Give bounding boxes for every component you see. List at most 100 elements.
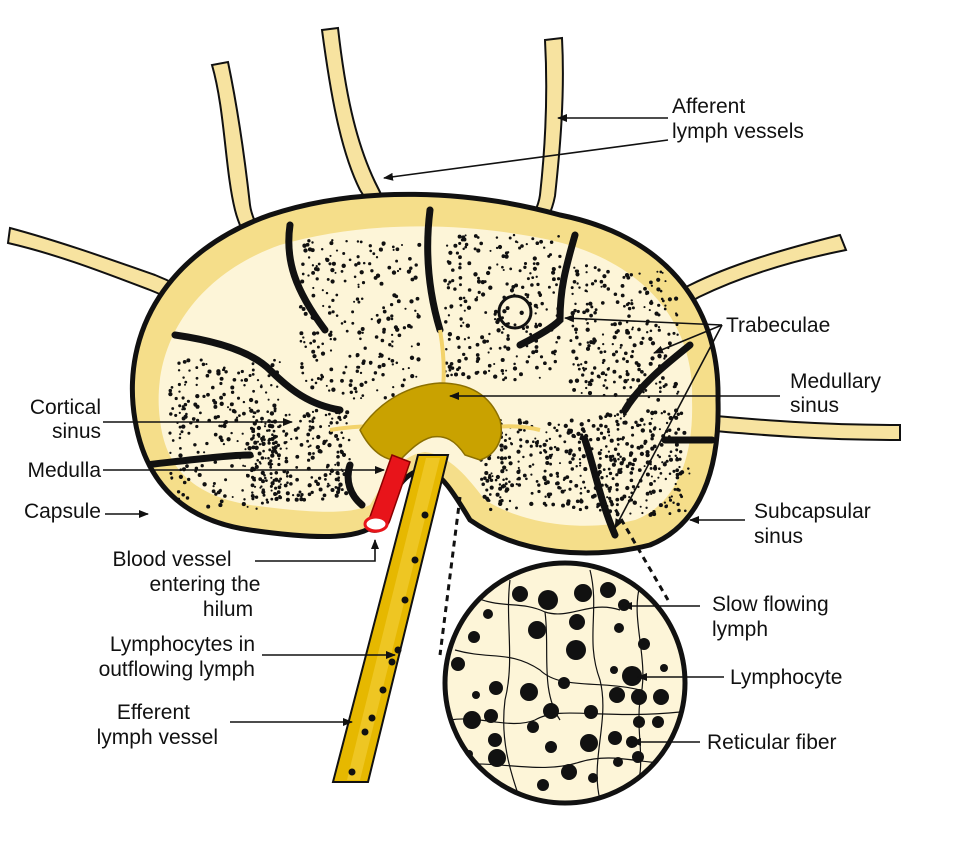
lymphocyte-dot [520,244,524,248]
lymphocyte-dot [302,336,305,339]
lymphocyte-dot [241,502,246,507]
lymphocyte-dot [590,305,594,309]
lymphocyte-dot [633,457,637,461]
lymphocyte-dot [476,356,481,361]
lymphocyte-dot [205,441,209,446]
lymphocyte-dot [518,246,522,250]
lymphocyte-dot [466,305,472,310]
lymphocyte-dot [616,428,620,431]
lymphocyte-dot [675,457,680,462]
lymphocyte-dot [324,478,327,481]
lymphocyte-dot [458,275,463,280]
lymphocyte-dot [353,386,357,391]
lymphocyte-dot [319,377,323,381]
lymphocyte-dot [474,297,479,302]
lymphocyte-dot [556,335,561,340]
lymphocyte-dot [447,332,453,337]
lymphocyte-dot [649,300,654,306]
lymphocyte-dot [517,483,522,487]
lymphocyte-dot [604,379,607,382]
lymphocyte-dot [328,424,331,427]
lymphocyte-dot [653,479,656,483]
lymphocyte-dot [680,470,685,475]
lymphocyte-dot [327,482,330,486]
lymphocyte-dot [251,445,256,450]
lymphocyte-dot [501,372,505,375]
lymphocyte-dot [605,386,609,390]
lymphocyte-dot [336,461,340,465]
lymphocyte-dot [498,483,502,486]
lymphocyte-dot [195,418,200,422]
lymphocyte-dot [539,451,542,455]
lymphocyte-dot [207,369,212,374]
lymphocyte-dot [534,312,537,315]
lymphocyte-dot [193,443,197,447]
lymphocyte-dot [335,314,339,317]
lymphocyte-dot [620,293,625,298]
lymphocyte-dot [447,337,451,341]
lymphocyte-dot [363,346,367,350]
lymphocyte-dot [268,448,272,452]
lymphocyte-dot [650,436,654,441]
lymphocyte-dot [487,351,490,354]
lymphocyte-dot [593,279,598,283]
lymphocyte-dot [597,466,601,470]
lymphocyte-dot [534,322,538,325]
lymphocyte-dot [307,483,312,488]
lymphocyte-dot [609,438,614,443]
lymphocyte-dot [178,404,182,408]
lymphocyte-dot [677,265,680,268]
lymphocyte-dot [400,243,404,247]
lymphocyte-dot [663,357,666,360]
lymphocyte-dot [253,440,258,445]
lymphocyte-dot [555,428,559,433]
lymphocyte-dot [587,344,591,348]
lymphocyte-dot [315,267,320,272]
lymphocyte-dot [645,491,650,496]
lymphocyte-dot [539,239,544,244]
lymphocyte-dot [668,343,672,346]
lymphocyte-dot [219,376,224,381]
lymphocyte-dot [552,268,556,272]
lymphocyte-dot [611,454,615,458]
lymphocyte-dot [264,476,267,480]
lymphocyte-dot [584,505,589,510]
lymphocyte-dot [513,377,517,382]
lymphocyte-dot [310,385,315,390]
lymphocyte-dot [355,369,359,373]
lymphocyte-dot [321,342,325,346]
lymphocyte-dot [254,400,259,404]
lymphocyte-dot [178,411,181,414]
lymphocyte-dot [269,459,273,463]
lymphocyte-dot [265,479,268,482]
lymphocyte-dot [291,493,295,497]
lymphocyte-dot [538,444,542,448]
lymphocyte-dot [675,323,679,327]
lymphocyte-dot [231,402,234,405]
lymphocyte-dot [579,474,582,477]
lymphocyte-dot [391,394,395,397]
lymphocyte-dot [320,247,324,251]
lymphocyte-dot [185,412,188,416]
lymphocyte-dot [664,477,667,481]
lymphocyte-dot [645,499,648,502]
lymphocyte-dot [505,306,510,311]
label-medulla: Medulla [27,459,101,482]
lymphocyte-dot [502,327,505,331]
lymphocyte-dot [334,486,338,489]
lymphocyte-dot [170,477,173,480]
lymphocyte-dot [545,455,550,460]
lymphocyte-dot [508,499,512,503]
lymphocyte-dot [205,373,210,378]
lymphocyte-dot [585,346,591,351]
lymphocyte-dot [446,374,450,378]
lymphocyte-dot [270,383,273,387]
lymphocyte-dot [529,501,534,507]
lymphocyte-dot [343,416,347,420]
lymphocyte-dot [623,420,628,425]
lymphocyte-dot [316,434,321,440]
lymphocyte-dot [643,373,647,377]
lymphocyte-dot [574,335,579,340]
lymphocyte-dot [582,480,586,484]
lymphocyte-dot [489,347,493,350]
